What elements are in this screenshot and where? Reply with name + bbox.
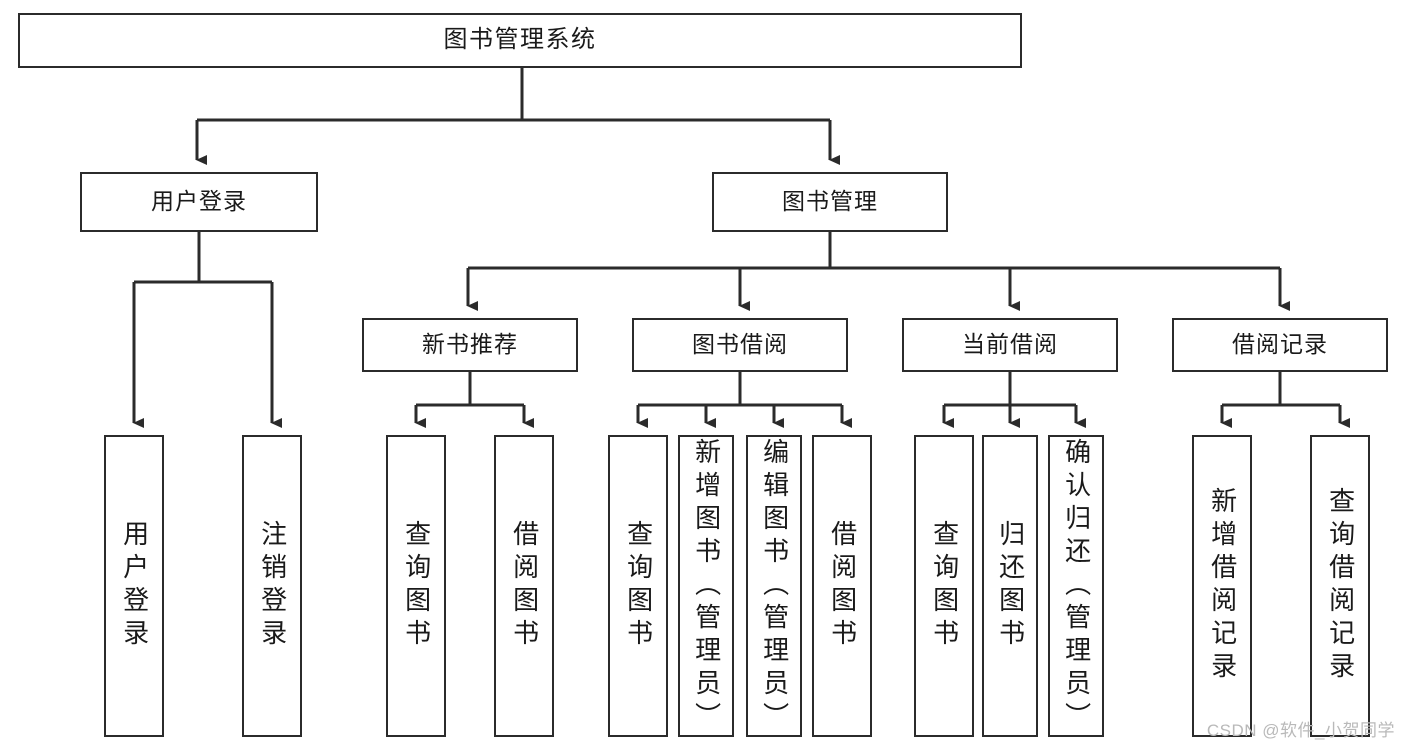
node-leaf-query-borrow-record[interactable]: 查询借阅记录 bbox=[1310, 435, 1370, 737]
watermark: CSDN @软件_小贺同学 bbox=[1206, 721, 1395, 740]
node-label: 用户登录 bbox=[151, 188, 247, 215]
node-label: 新增图书（管理员） bbox=[691, 437, 722, 735]
node-label: 图书借阅 bbox=[692, 331, 788, 358]
node-current-borrowing[interactable]: 当前借阅 bbox=[902, 318, 1118, 372]
node-label: 借阅记录 bbox=[1232, 331, 1328, 358]
node-leaf-confirm-return-admin[interactable]: 确认归还（管理员） bbox=[1048, 435, 1104, 737]
node-leaf-edit-book-admin[interactable]: 编辑图书（管理员） bbox=[746, 435, 802, 737]
node-leaf-return-books[interactable]: 归还图书 bbox=[982, 435, 1038, 737]
node-label: 新增借阅记录 bbox=[1207, 487, 1238, 685]
node-leaf-user-login[interactable]: 用户登录 bbox=[104, 435, 164, 737]
node-leaf-query-books-borrow[interactable]: 查询图书 bbox=[608, 435, 668, 737]
node-label: 查询图书 bbox=[929, 520, 960, 652]
node-leaf-add-borrow-record[interactable]: 新增借阅记录 bbox=[1192, 435, 1252, 737]
node-user-login[interactable]: 用户登录 bbox=[80, 172, 318, 232]
node-leaf-query-books-rec[interactable]: 查询图书 bbox=[386, 435, 446, 737]
node-leaf-borrow-books[interactable]: 借阅图书 bbox=[812, 435, 872, 737]
node-book-management[interactable]: 图书管理 bbox=[712, 172, 948, 232]
node-new-book-recommendation[interactable]: 新书推荐 bbox=[362, 318, 578, 372]
node-label: 借阅图书 bbox=[509, 520, 540, 652]
node-book-borrowing[interactable]: 图书借阅 bbox=[632, 318, 848, 372]
node-label: 编辑图书（管理员） bbox=[759, 437, 790, 735]
node-borrow-records[interactable]: 借阅记录 bbox=[1172, 318, 1388, 372]
node-label: 查询借阅记录 bbox=[1325, 487, 1356, 685]
node-leaf-logout[interactable]: 注销登录 bbox=[242, 435, 302, 737]
node-label: 确认归还（管理员） bbox=[1061, 437, 1092, 735]
node-root-book-management-system[interactable]: 图书管理系统 bbox=[18, 13, 1022, 68]
node-label: 图书管理 bbox=[782, 188, 878, 215]
node-label: 图书管理系统 bbox=[443, 26, 597, 54]
node-label: 注销登录 bbox=[257, 520, 288, 652]
node-label: 新书推荐 bbox=[422, 331, 518, 358]
node-label: 借阅图书 bbox=[827, 520, 858, 652]
node-label: 查询图书 bbox=[401, 520, 432, 652]
node-label: 当前借阅 bbox=[962, 331, 1058, 358]
node-label: 查询图书 bbox=[623, 520, 654, 652]
node-leaf-add-book-admin[interactable]: 新增图书（管理员） bbox=[678, 435, 734, 737]
node-leaf-borrow-books-rec[interactable]: 借阅图书 bbox=[494, 435, 554, 737]
node-leaf-query-books-current[interactable]: 查询图书 bbox=[914, 435, 974, 737]
node-label: 归还图书 bbox=[995, 520, 1026, 652]
node-label: 用户登录 bbox=[119, 520, 150, 652]
